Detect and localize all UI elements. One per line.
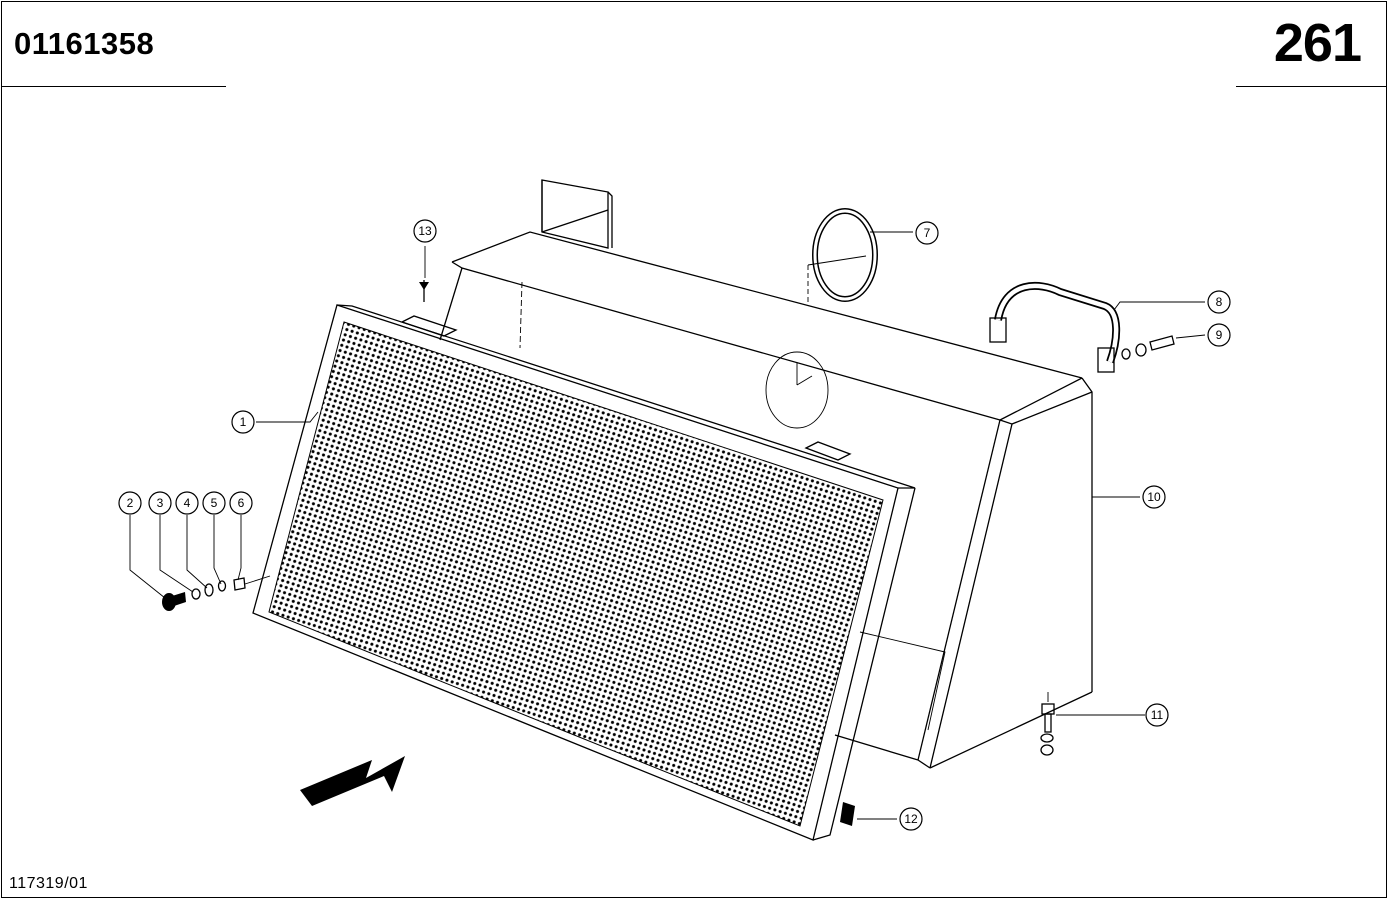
document-number: 01161358 [14,26,155,61]
callout-6: 6 [229,491,253,515]
housing-box [439,179,1093,769]
callout-label: 9 [1216,328,1223,342]
screw-13 [419,280,429,302]
leader-lines [129,231,1206,820]
callout-label: 5 [211,496,218,510]
callout-5: 5 [202,491,226,515]
callout-label: 13 [418,224,432,238]
bolt-assembly-9 [1121,335,1175,360]
callout-label: 1 [240,415,247,429]
filter-panel [252,304,916,841]
callout-label: 3 [157,496,164,510]
callout-10: 10 [1142,485,1166,509]
callout-3: 3 [148,491,172,515]
clamp-ring [807,208,878,305]
drawing-reference: 117319/01 [9,875,88,892]
callout-1: 1 [231,410,255,434]
latch-bar [840,802,855,826]
callout-label: 4 [184,496,191,510]
bolt-assembly-11 [1040,692,1055,756]
header-rule-left [1,86,226,87]
callout-11: 11 [1145,703,1169,727]
callout-8: 8 [1207,290,1231,314]
callout-2: 2 [118,491,142,515]
knob-assembly [162,575,271,611]
callout-label: 11 [1151,708,1164,722]
callout-label: 2 [127,496,134,510]
callout-label: 8 [1216,295,1223,309]
callout-7: 7 [915,221,939,245]
arrow-icon [300,756,405,806]
carry-handle [989,282,1121,373]
callout-label: 10 [1147,490,1161,504]
callout-label: 7 [924,226,931,240]
callout-label: 12 [904,812,918,826]
header-rule-right [1236,86,1387,87]
callout-label: 6 [238,496,245,510]
callout-13: 13 [413,219,437,243]
callout-9: 9 [1207,323,1231,347]
callout-12: 12 [899,807,923,831]
page-number: 261 [1273,13,1362,73]
callout-4: 4 [175,491,199,515]
